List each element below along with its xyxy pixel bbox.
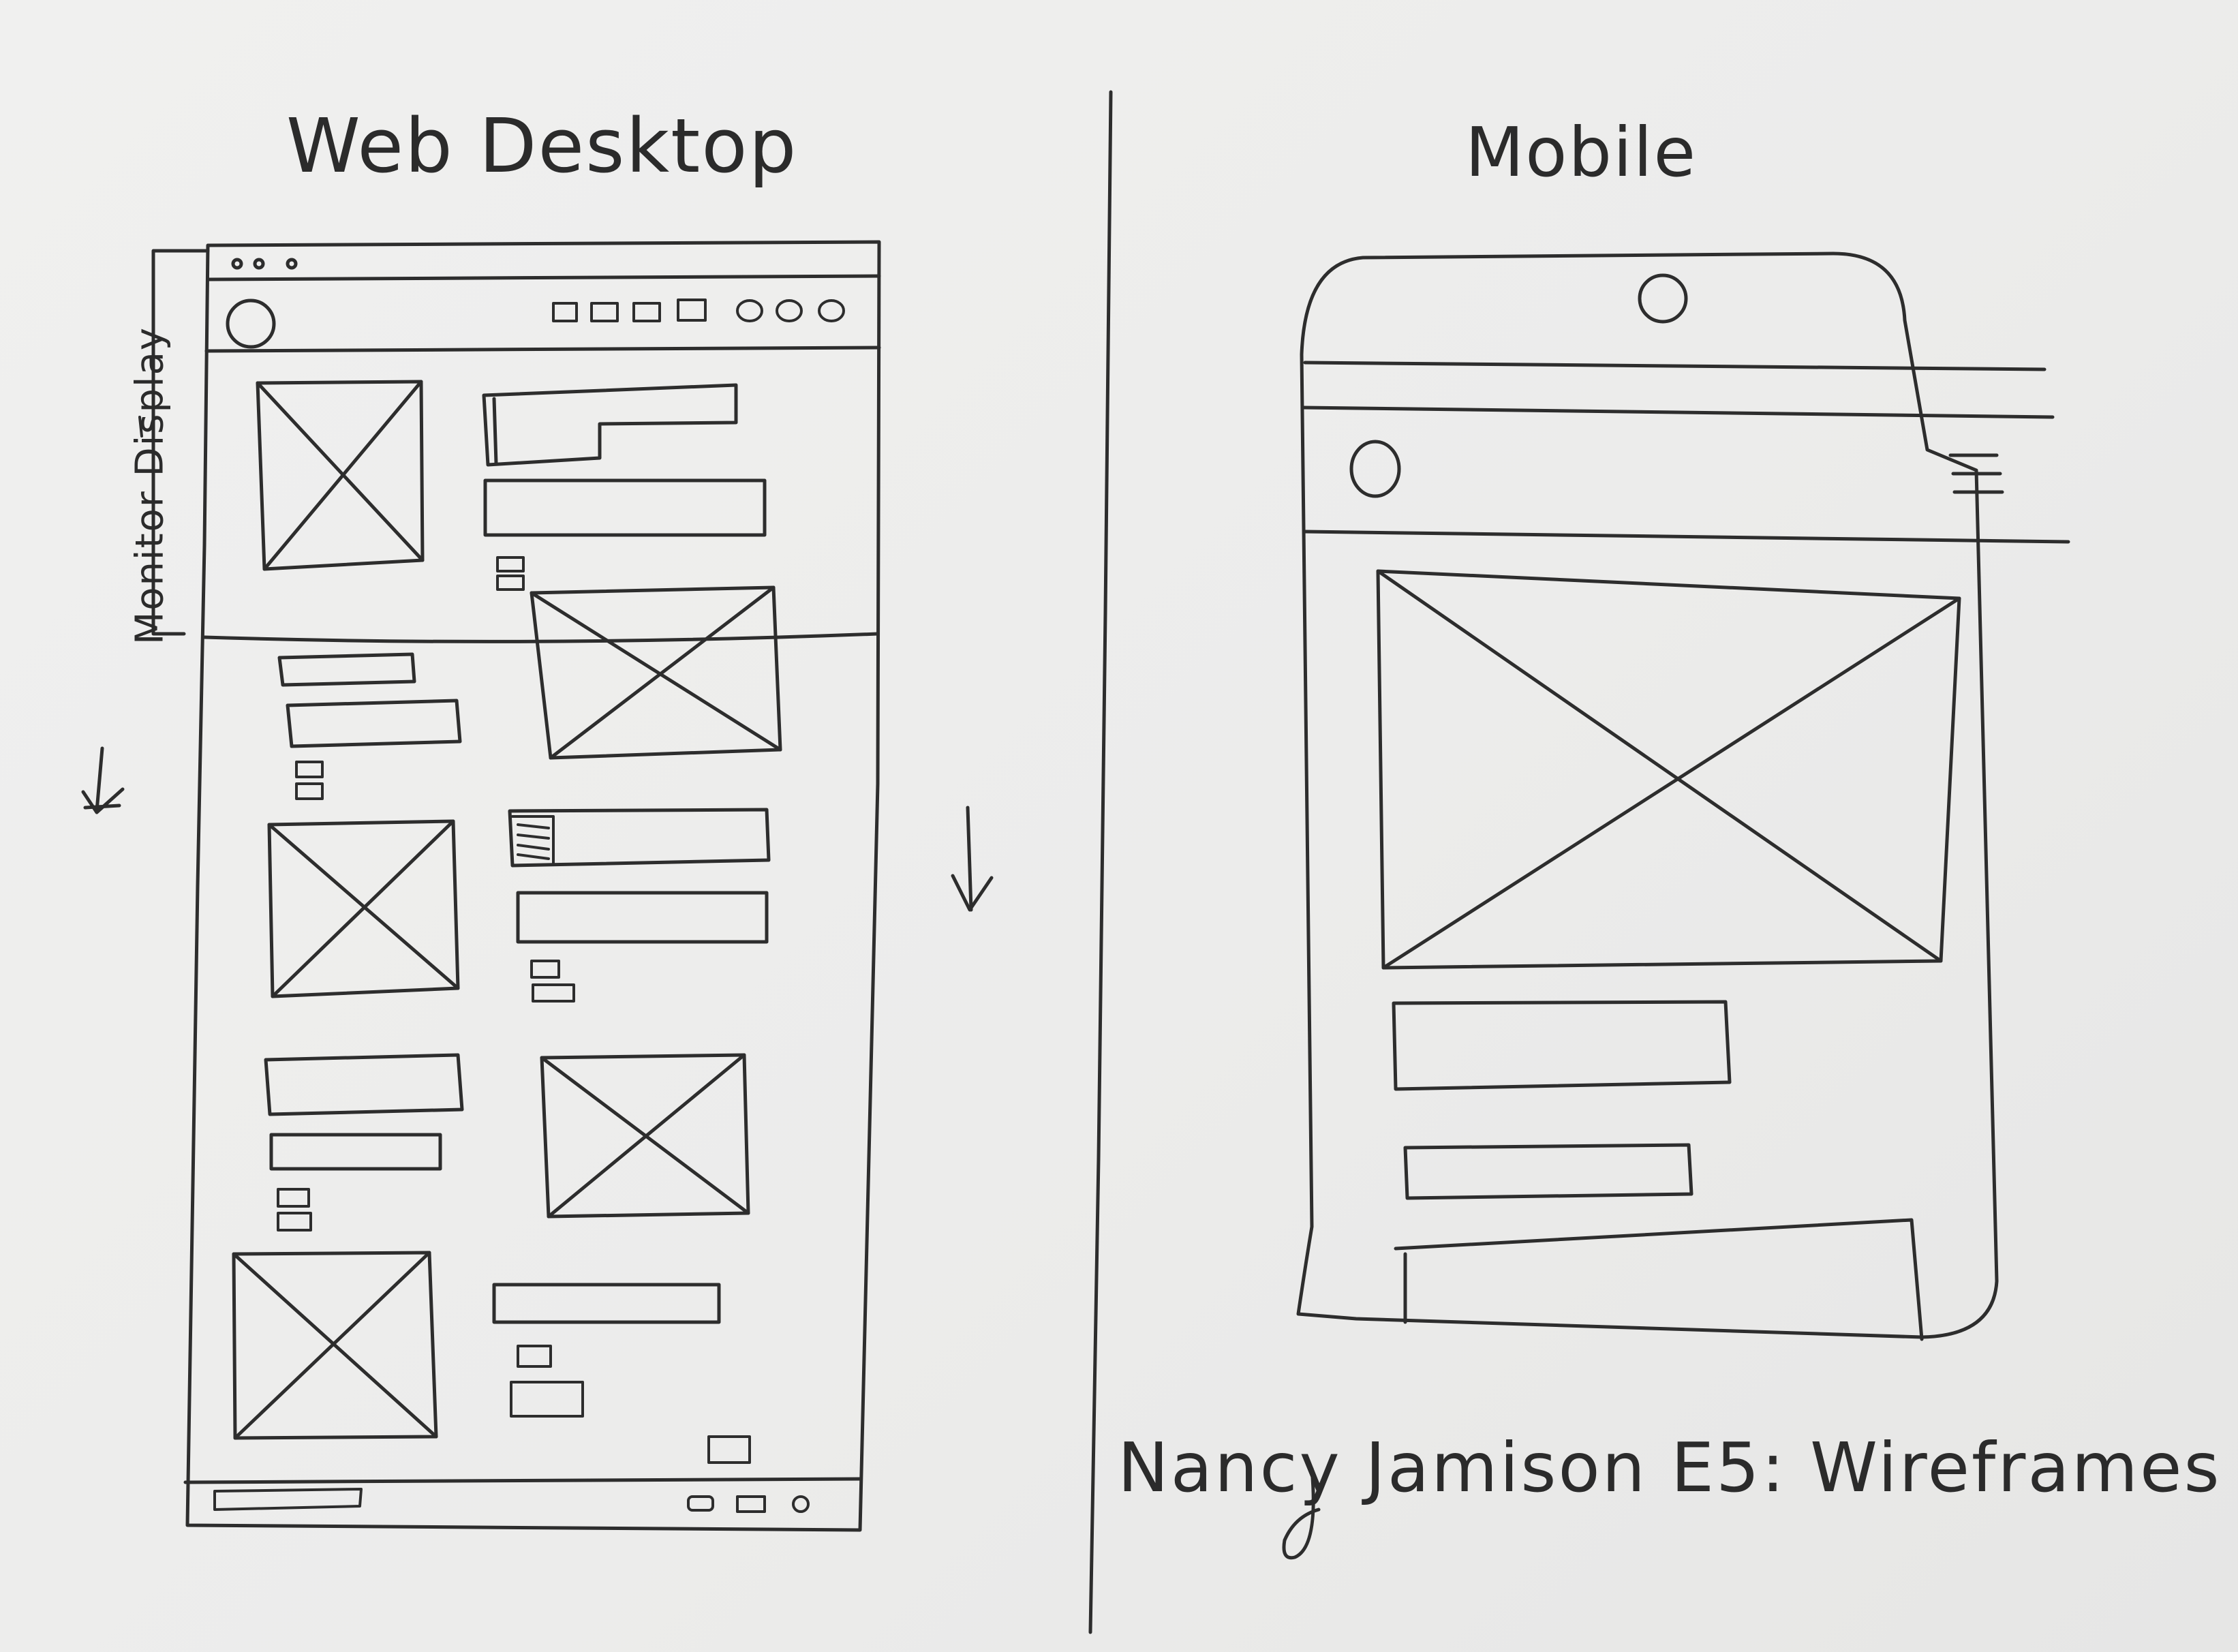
mobile-text-block [1394,1218,1924,1341]
small-button-box [707,1435,751,1464]
small-button-box [510,1381,584,1418]
text-block [508,808,771,868]
text-block [286,699,462,748]
desktop-browser-frame [185,240,881,1532]
footer-icon-circle [792,1495,810,1513]
text-block-marker [492,397,498,465]
mobile-header-line [1303,530,2070,544]
text-block [277,652,416,687]
small-button-box [530,960,560,979]
desktop-logo-icon [226,299,276,349]
small-button-box [277,1212,312,1232]
mobile-topbar-line [1303,361,2047,371]
monitor-display-bracket [151,249,210,636]
desktop-navbar-line [204,346,881,353]
text-block [264,1053,464,1116]
footer-text-block [213,1488,363,1511]
signature-flourish [1282,1467,1321,1560]
nav-item-box [677,299,707,322]
nav-item-box [632,302,661,322]
small-button-box [496,556,525,572]
mobile-logo-icon [1349,440,1401,498]
image-placeholder [256,380,425,571]
desktop-wireframe [138,240,881,1532]
text-block [482,383,738,467]
image-placeholder [232,1251,438,1440]
text-block [483,478,767,537]
mobile-text-block [1403,1143,1693,1200]
nav-icon-circle [776,299,803,322]
scroll-down-arrow-icon [81,746,125,814]
mobile-topbar-line [1301,406,2055,419]
small-button-box [277,1188,310,1208]
nav-icon-circle [818,299,845,322]
nav-item-box [590,302,619,322]
small-button-box [295,761,324,778]
nav-item-box [552,302,578,322]
nav-icon-circle [736,299,763,322]
image-placeholder [530,585,782,760]
mobile-wireframe [1296,251,2070,1341]
window-dot-icon [253,258,265,270]
monitor-display-label: Monitor Display [127,326,172,645]
text-block [269,1133,442,1171]
text-block-marker [511,815,555,866]
mobile-heading: Mobile [1465,112,1698,192]
small-button-box [496,575,525,591]
hamburger-menu-icon [1948,453,2004,494]
desktop-footer-line [183,1477,862,1484]
small-button-box [295,782,324,800]
mobile-camera-icon [1638,273,1688,324]
desktop-titlebar-line [206,274,881,281]
text-block [492,1283,721,1324]
small-button-box [532,983,575,1003]
scroll-down-arrow-icon [951,806,994,912]
author-signature: Nancy Jamison E5: Wireframes [1118,1428,2222,1508]
web-desktop-heading: Web Desktop [286,102,798,189]
image-placeholder [267,819,460,998]
small-button-box [517,1345,552,1368]
text-block-scribble [517,823,550,860]
center-divider [1088,90,1113,1634]
image-placeholder [540,1053,750,1219]
window-dot-icon [231,258,243,270]
text-block [516,891,769,944]
footer-icon-box [736,1495,766,1513]
footer-icon-box [687,1495,714,1512]
bracket-tick [138,416,143,438]
mobile-hero-image-placeholder [1376,569,1961,970]
mobile-text-block [1392,1000,1732,1091]
window-dot-icon [286,258,298,270]
